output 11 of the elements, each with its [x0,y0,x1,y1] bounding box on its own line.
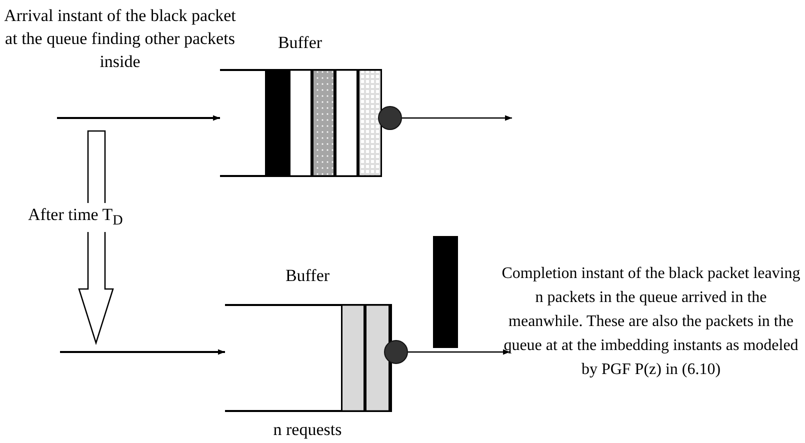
arrow [57,115,220,121]
time-label: After time T$_{D}$ [28,203,125,232]
arrow [60,349,225,355]
server-circle [378,106,402,130]
server-circle [384,340,408,364]
arrow [402,115,512,121]
arrival-note: Arrival instant of the black packet at the queue finding other packets inside [3,5,237,73]
queue-caption: n requests [272,420,343,440]
buffer-label: Buffer [284,266,331,286]
arrow [408,349,510,355]
annotation-text: Completion instant of the black packet leaving n packets in the queue arrived in the meanwhile. These are also the packets in the queue at at the imbedding instants as modeled by PGF P(z) in (6.10) [500,264,802,380]
